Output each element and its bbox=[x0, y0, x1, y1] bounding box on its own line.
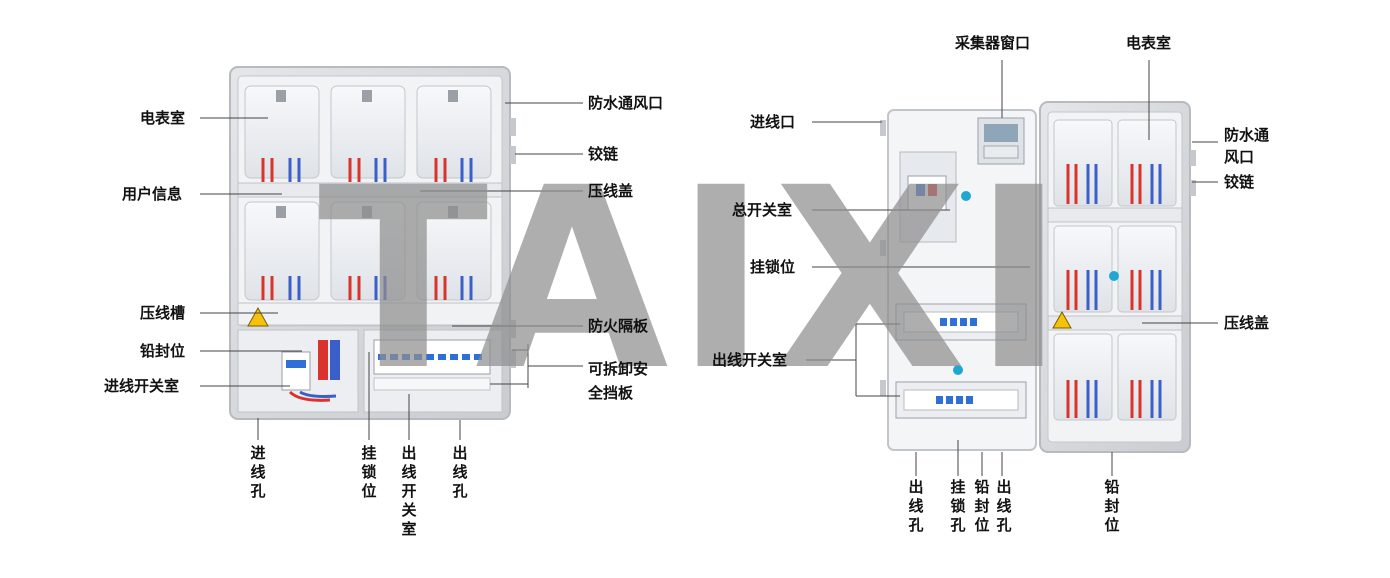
label-removable-baffle: 可拆卸安 全挡板 bbox=[588, 360, 649, 402]
label-outlet-hole: 出线孔 bbox=[452, 444, 468, 500]
label-meter-room: 电表室 bbox=[140, 109, 186, 127]
meter-bay bbox=[330, 201, 406, 301]
label-incoming-switch-room: 进线开关室 bbox=[104, 377, 180, 395]
warning-icon bbox=[247, 306, 269, 327]
label-meter-room-right: 电表室 bbox=[1126, 34, 1172, 52]
label-lock-position-right: 挂锁位 bbox=[750, 258, 796, 276]
leader-lines bbox=[200, 60, 1218, 476]
label-user-info: 用户信息 bbox=[122, 185, 183, 203]
meter-bay bbox=[330, 85, 406, 179]
meter-bay bbox=[244, 201, 320, 301]
label-lead-seal: 铅封位 bbox=[140, 342, 186, 360]
label-outgoing-switch-room-right: 出线开关室 bbox=[712, 351, 788, 369]
label-lock-hole: 挂锁孔 bbox=[950, 478, 966, 534]
warning-icon bbox=[1052, 310, 1072, 329]
incoming-breaker bbox=[281, 351, 311, 391]
label-waterproof-vent-right: 防水通 风口 bbox=[1224, 126, 1270, 166]
lock-knob bbox=[961, 191, 971, 201]
label-hinge-right: 铰链 bbox=[1224, 173, 1255, 191]
label-wire-slot: 压线槽 bbox=[140, 304, 186, 322]
label-inlet-hole: 进线孔 bbox=[250, 444, 266, 500]
label-main-switch-room: 总开关室 bbox=[732, 201, 793, 219]
meter-bay bbox=[244, 85, 320, 179]
label-waterproof-vent: 防水通风口 bbox=[588, 94, 664, 112]
wire-cover-bar bbox=[237, 182, 503, 198]
label-fire-partition: 防火隔板 bbox=[588, 317, 649, 335]
meter-bay bbox=[416, 201, 492, 301]
label-hinge: 铰链 bbox=[588, 145, 619, 163]
left-cabinet bbox=[229, 66, 516, 420]
label-inlet: 进线口 bbox=[750, 113, 796, 131]
label-outlet-hole-right: 出线孔 bbox=[908, 478, 924, 534]
label-lead-seal-right: 铅封位 bbox=[974, 478, 990, 534]
meter-bay bbox=[416, 85, 492, 179]
label-lead-seal-right-2: 铅封位 bbox=[1104, 478, 1120, 534]
label-wire-cover: 压线盖 bbox=[588, 182, 634, 200]
label-outgoing-switch-room: 出线开关室 bbox=[401, 444, 417, 538]
brand-watermark: TAIXI bbox=[318, 134, 1072, 425]
label-outlet-hole-right-2: 出线孔 bbox=[996, 478, 1012, 534]
label-collector-window: 采集器窗口 bbox=[955, 34, 1031, 52]
wire-slot-bar bbox=[237, 302, 503, 326]
label-lock-position: 挂锁位 bbox=[361, 444, 377, 500]
right-cabinet bbox=[880, 101, 1196, 453]
label-wire-cover-right: 压线盖 bbox=[1224, 314, 1270, 332]
